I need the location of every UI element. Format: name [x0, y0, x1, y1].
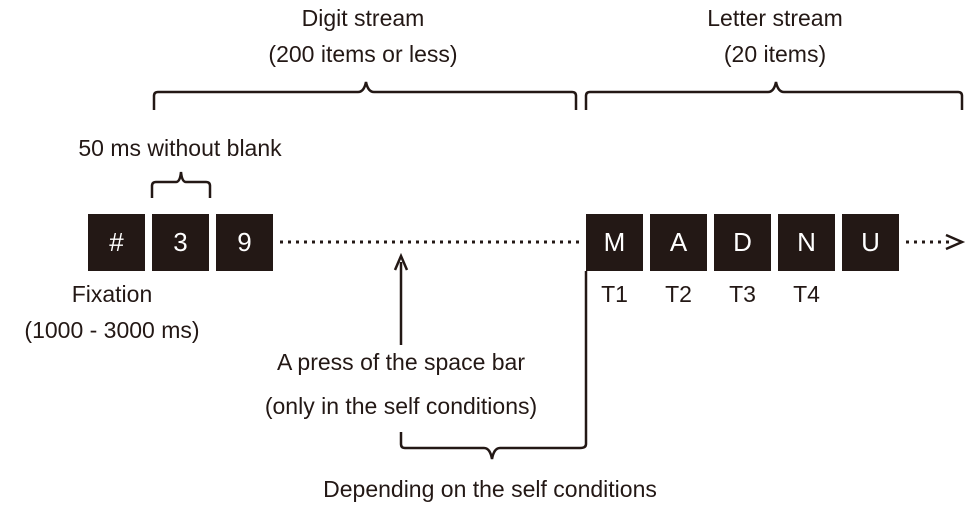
- letter-box: [586, 214, 643, 271]
- letter-box-label: A: [670, 227, 688, 257]
- letter-box: [714, 214, 771, 271]
- space-bar-note: A press of the space bar: [277, 349, 525, 375]
- item-duration-brace: [150, 171, 212, 198]
- letter-stream-subtitle: (20 items): [724, 41, 826, 67]
- digit-stream-brace: [152, 81, 578, 110]
- letter-box: [778, 214, 835, 271]
- target-label: T2: [665, 281, 692, 307]
- letter-box: [650, 214, 707, 271]
- letter-box-label: U: [861, 227, 880, 257]
- digit-stream-subtitle: (200 items or less): [268, 41, 457, 67]
- letter-box: [842, 214, 899, 271]
- fixation-symbol: #: [109, 227, 124, 257]
- target-label: T3: [729, 281, 756, 307]
- duration-note: 50 ms without blank: [78, 135, 282, 161]
- letter-stream-brace: [584, 81, 964, 110]
- letter-box-label: D: [733, 227, 752, 257]
- digit-stream-title: Digit stream: [302, 5, 425, 31]
- digit-box-label: 9: [237, 227, 251, 257]
- fixation-box: [88, 214, 145, 271]
- fixation-label: Fixation: [72, 281, 153, 307]
- letter-box-label: N: [797, 227, 816, 257]
- up-arrow-head-icon: [393, 252, 409, 271]
- letter-box-label: M: [604, 227, 626, 257]
- stream-arrow-head-icon: [945, 233, 966, 251]
- self-condition-brace: [399, 430, 588, 460]
- target-label: T1: [601, 281, 628, 307]
- digit-box-label: 3: [173, 227, 187, 257]
- fixation-duration: (1000 - 3000 ms): [24, 317, 199, 343]
- digit-box: [216, 214, 273, 271]
- depending-note: Depending on the self conditions: [323, 476, 657, 502]
- digit-box: [152, 214, 209, 271]
- target-label: T4: [793, 281, 820, 307]
- letter-stream-title: Letter stream: [707, 5, 843, 31]
- space-bar-note-condition: (only in the self conditions): [265, 393, 537, 419]
